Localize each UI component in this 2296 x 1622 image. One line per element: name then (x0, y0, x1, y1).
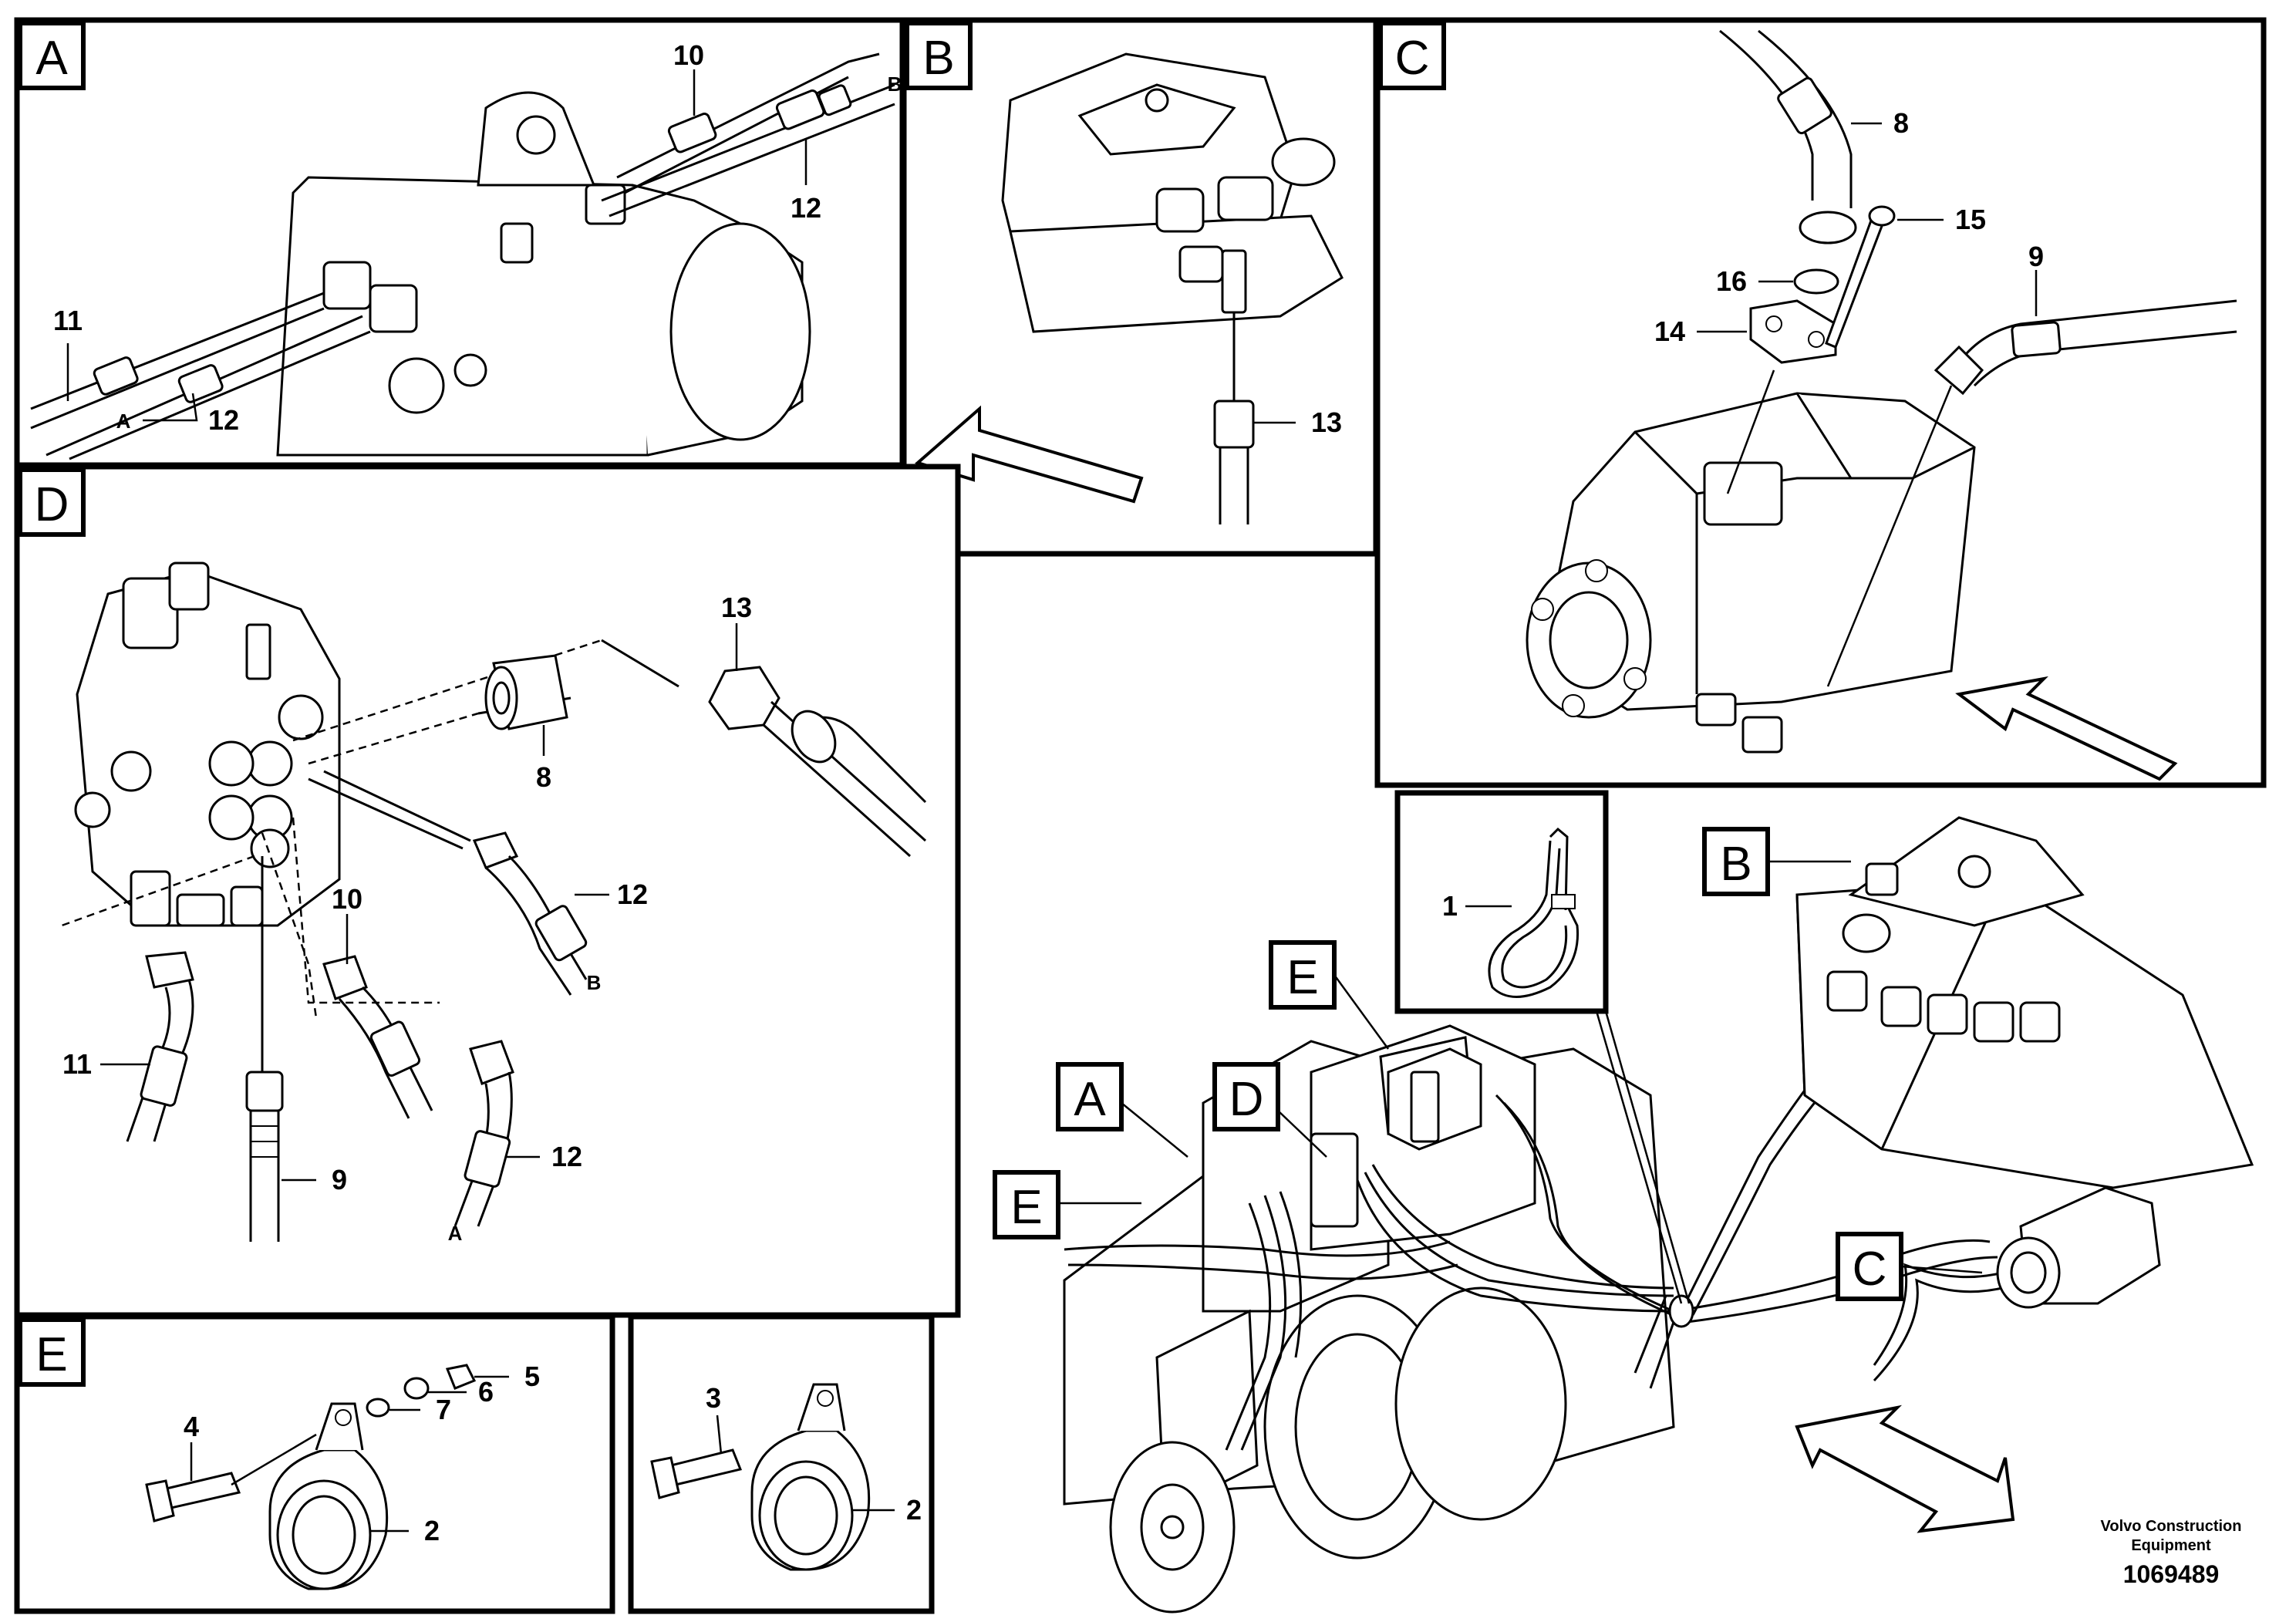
direction-arrow (1795, 1404, 2015, 1533)
panel-e-label: E (35, 1328, 67, 1381)
callout-5: 5 (524, 1361, 540, 1392)
overview-label-e: E (1286, 951, 1318, 1004)
panel-e-variant-drawing (650, 1383, 871, 1571)
callout-12: 12 (617, 878, 648, 910)
callout-12: 12 (791, 192, 821, 224)
callout-2: 2 (424, 1515, 440, 1546)
panel-c-label: C (1395, 32, 1430, 85)
hose-end-b: B (587, 971, 602, 994)
figure-number: 1069489 (2123, 1560, 2220, 1588)
callout-12: 12 (208, 404, 239, 436)
panel-a-drawing (30, 52, 895, 460)
callout-2: 2 (906, 1494, 922, 1526)
overview-label-e-lower: E (1010, 1181, 1042, 1234)
panel-a: A (14, 17, 905, 468)
panel-b-drawing (1001, 52, 1344, 524)
callout-4: 4 (184, 1411, 199, 1442)
overview-label-b: B (1720, 838, 1752, 891)
hose-end-b: B (888, 73, 902, 96)
panel-b-label: B (922, 32, 954, 85)
hose-end-a: A (448, 1222, 463, 1245)
callout-3: 3 (706, 1382, 721, 1414)
callout-9: 9 (2028, 241, 2044, 272)
overview-label-c: C (1853, 1243, 1887, 1296)
callout-7: 7 (436, 1394, 451, 1425)
callout-16: 16 (1716, 265, 1747, 297)
brand-line-1: Volvo Construction (2101, 1518, 2242, 1535)
callout-10: 10 (673, 39, 704, 71)
callout-8: 8 (1893, 107, 1909, 139)
hose-end-a: A (116, 410, 131, 433)
callout-6: 6 (478, 1376, 494, 1408)
figure-footer: Volvo Construction Equipment 1069489 (2101, 1518, 2242, 1588)
panel-e-variant: 3 2 (628, 1313, 935, 1614)
callout-13: 13 (721, 592, 752, 623)
panel-d: D (14, 464, 961, 1318)
callout-12: 12 (551, 1141, 582, 1172)
panel-b: B 13 (901, 17, 1379, 557)
panel-d-label: D (35, 478, 69, 531)
direction-arrow (914, 405, 1144, 504)
panel-e: E 4 5 6 7 2 (14, 1313, 615, 1614)
overview-label-d: D (1229, 1073, 1264, 1126)
cable-tie-drawing (1488, 827, 1580, 998)
panel-c-drawing (1526, 29, 2237, 754)
direction-arrow (1955, 676, 2178, 781)
callout-13: 13 (1311, 406, 1342, 438)
callout-14: 14 (1654, 315, 1685, 347)
panel-d-drawing (61, 561, 927, 1242)
panel-a-label: A (35, 32, 68, 85)
machine-overview: A B C D E E (993, 816, 2254, 1614)
callout-10: 10 (332, 883, 362, 915)
callout-11: 11 (62, 1048, 92, 1080)
panel-e-drawing (145, 1364, 477, 1590)
brand-line-2: Equipment (2131, 1537, 2211, 1554)
panel-c: C (1374, 17, 2267, 788)
callout-9: 9 (332, 1164, 347, 1195)
callout-1: 1 (1442, 890, 1458, 922)
callout-8: 8 (536, 761, 551, 793)
callout-11: 11 (53, 305, 83, 336)
cable-tie-inset: 1 (1394, 790, 1609, 1014)
callout-15: 15 (1955, 204, 1986, 235)
overview-label-a: A (1074, 1073, 1106, 1126)
